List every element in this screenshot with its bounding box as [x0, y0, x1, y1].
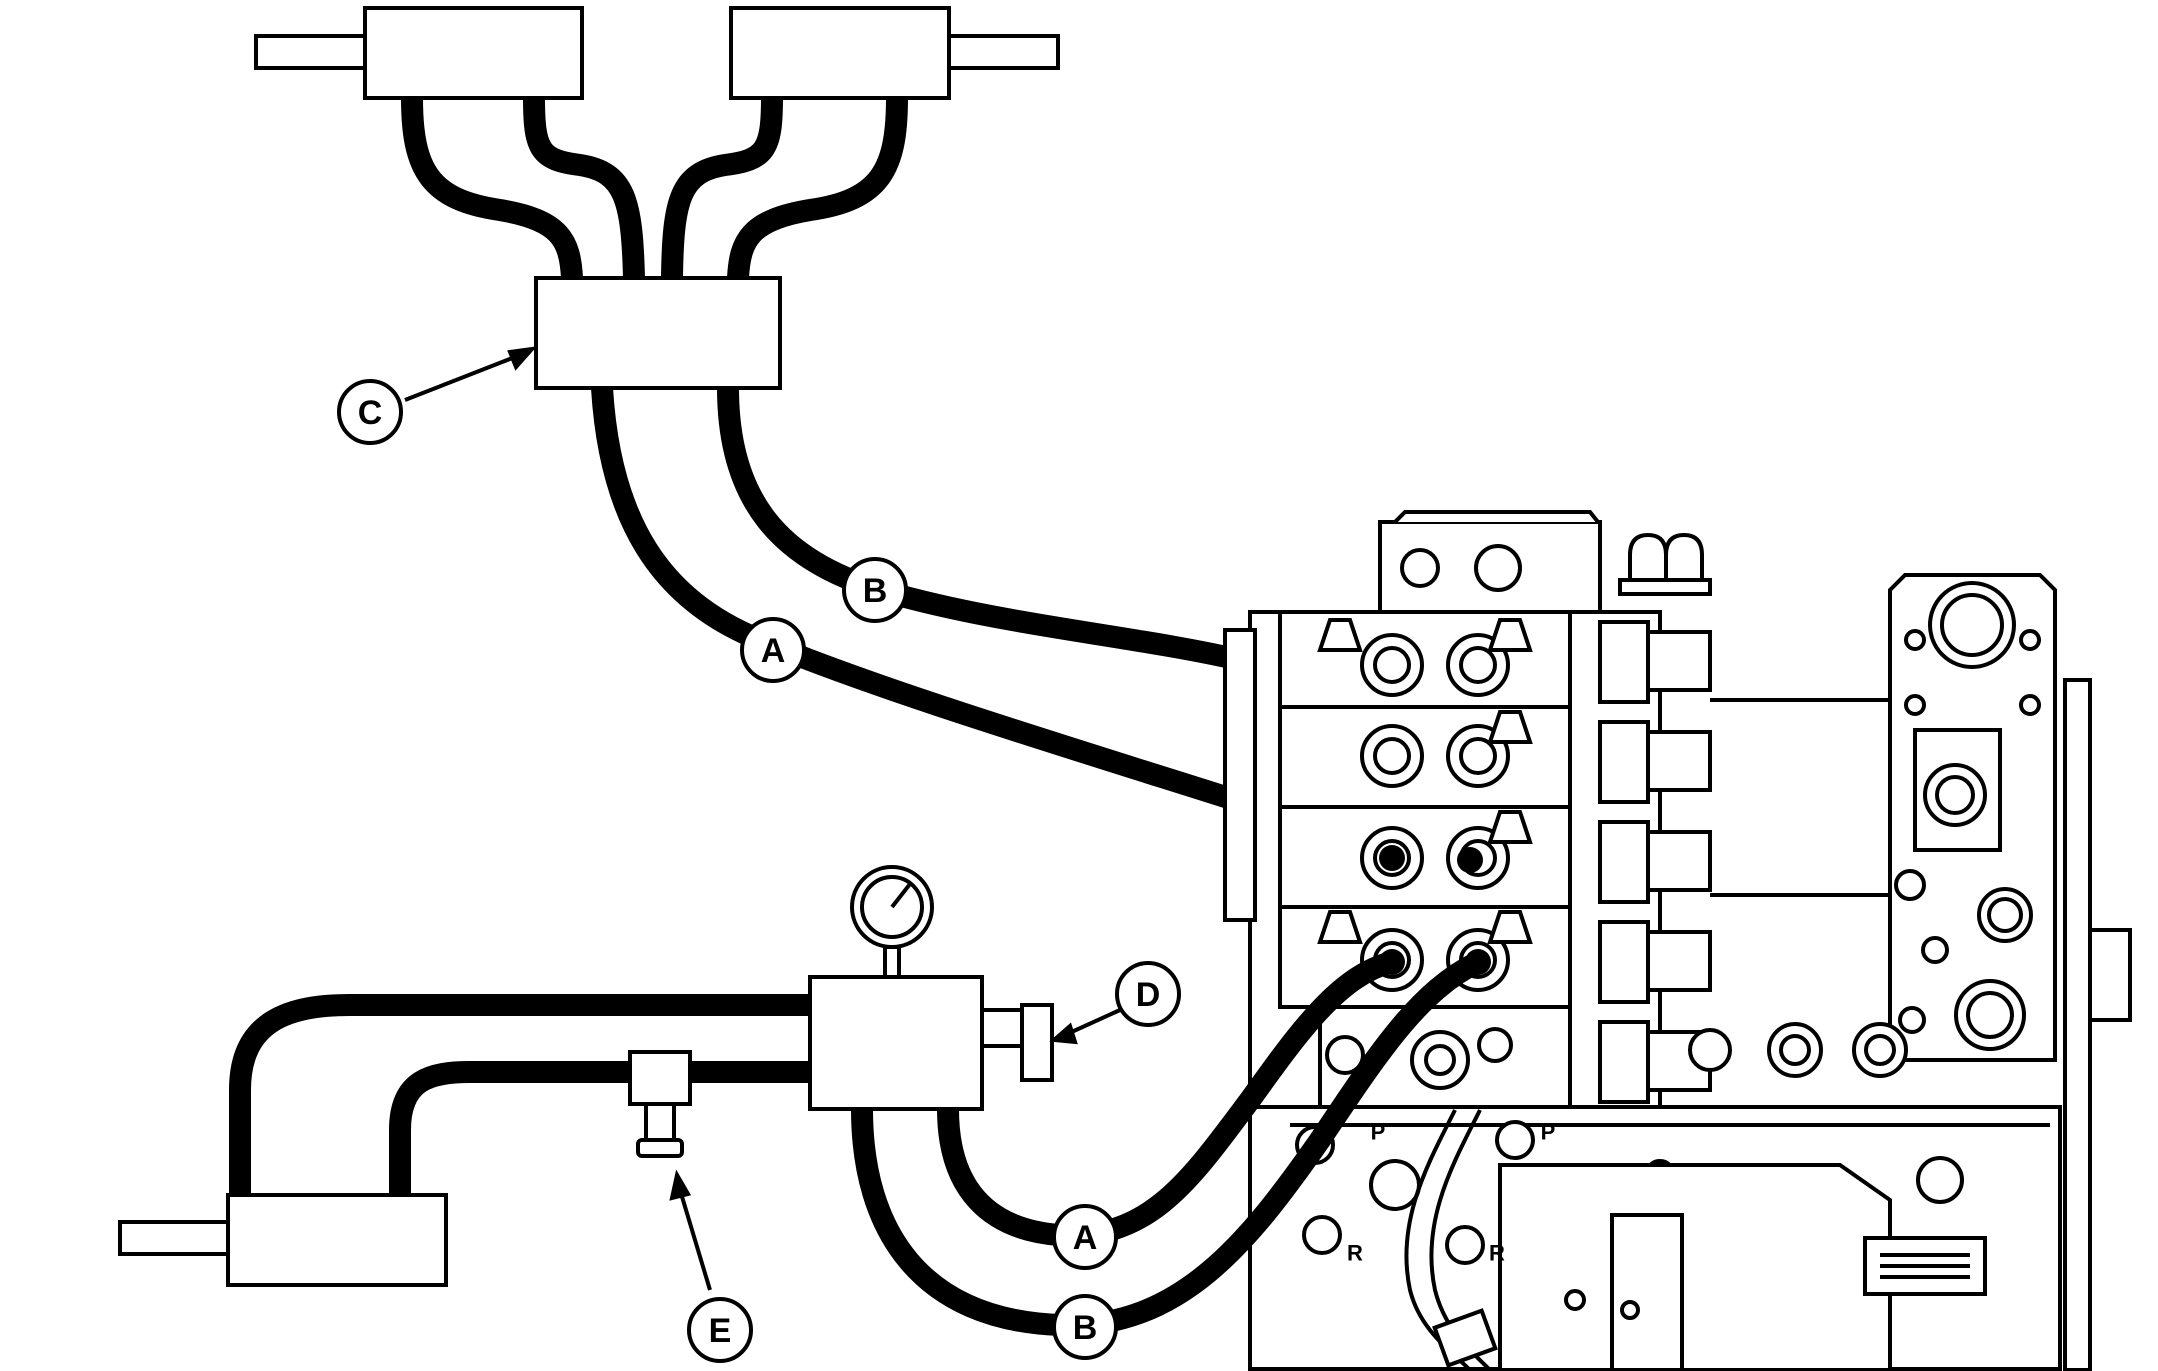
upper-hose-ends [1379, 845, 1483, 873]
valve-top-knob-right [1474, 544, 1522, 592]
port-p-right [1495, 1120, 1535, 1160]
port-label-r-right: R [1489, 1241, 1505, 1266]
leader-d [1064, 1008, 1121, 1037]
shutoff-valve-e-knob [636, 1138, 684, 1158]
valve-section-3 [1278, 805, 1572, 909]
port-r-left [1302, 1215, 1342, 1255]
port-label-r-left: R [1347, 1241, 1363, 1266]
hose-upper-right-outer [727, 97, 908, 279]
callout-a-upper-label: A [761, 632, 786, 670]
connector-large-socket-inner [1940, 593, 2004, 657]
solenoid-column [1598, 620, 1712, 1104]
upper-cylinder-hoses [401, 97, 908, 279]
hose-upper-left-inner [523, 97, 645, 279]
leader-arrows [404, 346, 1121, 1291]
valve-section-2 [1278, 705, 1572, 809]
flow-meter-c [534, 276, 782, 390]
hose-a-lower [937, 951, 1396, 1247]
coupler-row-1 [1360, 633, 1510, 697]
port-label-p-left: P [1371, 1120, 1386, 1145]
right-rail [2063, 678, 2092, 1371]
callout-bubbles [337, 379, 1181, 1363]
callout-b-lower-label: B [1073, 1309, 1098, 1347]
top-solenoid-pair [1618, 532, 1712, 596]
callout-e-label: E [709, 1312, 732, 1350]
callout-c-circle [337, 379, 403, 445]
lower-cylinder-rod [118, 1220, 232, 1256]
leader-c [404, 353, 521, 402]
hose-lower-inner [389, 1061, 810, 1195]
callout-b-upper-label: B [863, 572, 888, 610]
relief-valve-d-knob [1020, 1003, 1054, 1082]
callout-c-label: C [358, 394, 383, 432]
callout-b-upper-circle [842, 557, 908, 623]
shutoff-valve-e-stem [644, 1102, 676, 1142]
upper-left-cylinder-body [363, 6, 584, 100]
upper-left-cylinder-rod [254, 34, 368, 70]
hose-upper-left-outer [401, 97, 583, 279]
lower-mounting-bracket [1498, 1163, 1892, 1371]
hose-b-lower [851, 952, 1483, 1337]
callout-letters: C B A D A B E [358, 394, 1161, 1350]
inlet-port-1 [1325, 1035, 1365, 1075]
valve-top-knob-left [1400, 548, 1440, 588]
relief-valve-d-body [980, 1008, 1024, 1048]
upper-right-cylinder-body [729, 6, 951, 100]
callout-d-label: D [1136, 976, 1161, 1014]
hose-lower-outer [229, 994, 810, 1195]
inlet-port-3 [1477, 1027, 1513, 1063]
hydraulic-valve-stack [1223, 510, 2132, 1371]
valve-left-flange [1223, 628, 1257, 922]
callout-e-circle [687, 1297, 753, 1363]
lower-hose-ends [1379, 949, 1491, 975]
coupler-row-2 [1360, 724, 1510, 788]
valve-top-cap [1393, 510, 1600, 524]
inlet-port-2-inner [1424, 1044, 1456, 1076]
upper-test-assembly [254, 6, 1060, 100]
lower-cylinder-hoses [229, 994, 810, 1195]
valve-section-1 [1278, 610, 1572, 709]
coupler-dust-caps [1317, 618, 1533, 944]
upper-right-cylinder-rod [946, 34, 1060, 70]
callout-a-lower-label: A [1073, 1219, 1098, 1257]
leader-e [678, 1189, 712, 1291]
shutoff-valve-e-body [628, 1050, 692, 1106]
callout-a-lower-circle [1052, 1204, 1118, 1270]
callout-b-lower-circle [1052, 1294, 1118, 1360]
port-labels: P P R R [1347, 1120, 1555, 1266]
pressure-block [808, 975, 984, 1111]
pressure-gauge-needle [890, 882, 912, 909]
port-label-p-right: P [1541, 1120, 1556, 1145]
callout-d-circle [1115, 961, 1181, 1027]
lower-test-hoses [851, 951, 1483, 1337]
callout-a-upper-circle [740, 617, 806, 683]
port-r-right [1445, 1225, 1485, 1265]
hose-upper-right-inner [661, 97, 783, 279]
lower-cylinder-body [226, 1193, 448, 1287]
